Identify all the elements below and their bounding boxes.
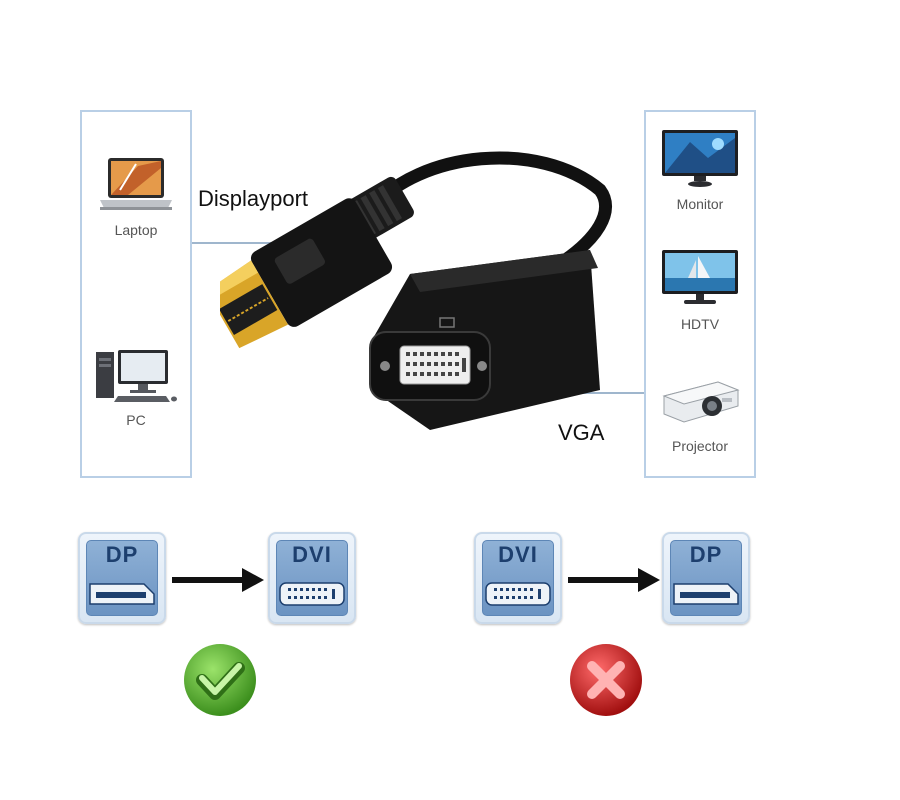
pc-icon [96, 350, 177, 402]
device-hdtv: HDTV [646, 248, 754, 332]
source-devices-panel: Laptop PC [80, 110, 192, 478]
dvi-port-badge: DVI [268, 532, 356, 624]
adapter-illustration [220, 151, 612, 430]
dp-port-icon [673, 583, 739, 605]
arrow-right-icon [172, 568, 264, 592]
dvi-adapter-box [369, 250, 600, 430]
device-projector: Projector [646, 372, 754, 454]
laptop-connector-line [192, 242, 292, 244]
projector-icon [662, 381, 740, 423]
vga-label: VGA [558, 420, 605, 445]
display-devices-panel: Monitor HDTV Projector [644, 110, 756, 478]
dp-port-badge: DP [662, 532, 750, 624]
badge-label: DP [105, 542, 139, 567]
cross-icon [570, 644, 642, 716]
dvi-port-icon [279, 582, 345, 606]
device-label: Projector [671, 438, 729, 454]
device-label: HDTV [680, 316, 720, 332]
monitor-icon [662, 130, 738, 187]
dp-port-badge: DP [78, 532, 166, 624]
badge-label: DVI [498, 542, 538, 567]
device-laptop: Laptop [82, 154, 190, 238]
dp-port-icon [89, 583, 155, 605]
device-label: Monitor [676, 196, 724, 212]
device-pc: PC [82, 348, 190, 428]
check-icon [184, 644, 256, 716]
arrow-right-icon [568, 568, 660, 592]
projector-connector-line [560, 392, 644, 394]
device-monitor: Monitor [646, 128, 754, 212]
badge-label: DVI [292, 542, 332, 567]
dvi-port-icon [485, 582, 551, 606]
displayport-plug [220, 198, 393, 349]
displayport-label: Displayport [198, 186, 309, 211]
badge-label: DP [689, 542, 723, 567]
device-label: Laptop [114, 222, 158, 238]
hdtv-icon [662, 250, 738, 304]
dvi-port-badge: DVI [474, 532, 562, 624]
device-label: PC [126, 412, 146, 428]
laptop-icon [100, 158, 172, 210]
